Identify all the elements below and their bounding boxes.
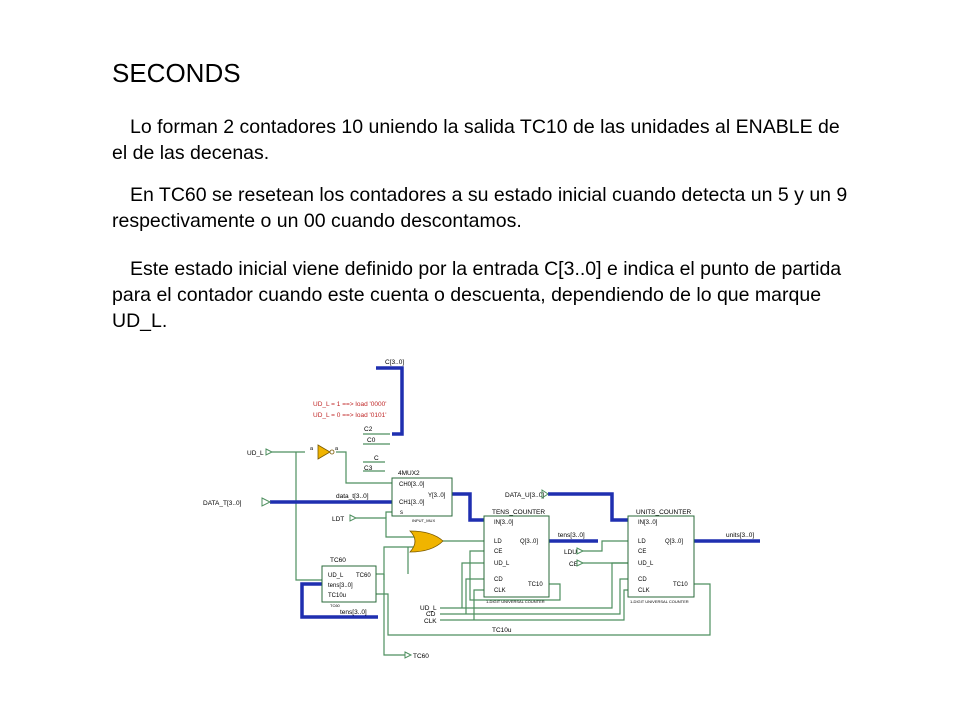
port-data-u-arrow — [541, 489, 549, 499]
paragraph-1: Lo forman 2 contadores 10 uniendo la sal… — [112, 114, 852, 166]
label-tens-loop: tens[3..0] — [340, 609, 367, 616]
bus-mux-to-tens — [452, 492, 484, 522]
units-ud: UD_L — [638, 561, 654, 567]
mux-title: 4MUX2 — [398, 470, 420, 477]
mux-s: s — [400, 510, 403, 516]
port-ce-label: CE — [569, 561, 579, 568]
tens-footer: 1-DIGIT UNIVERSAL COUNTER — [486, 599, 545, 604]
port-ce-arrow — [576, 559, 585, 567]
units-in: IN[3..0] — [638, 520, 658, 526]
wire-ldu — [582, 540, 628, 552]
port-ldu-arrow — [576, 547, 585, 555]
units-counter-block: UNITS_COUNTER IN[3..0] LD CE UD_L CD CLK… — [627, 509, 695, 604]
mux-ch1: CH1[3..0] — [399, 500, 425, 506]
label-units-bus: units[3..0] — [726, 532, 754, 539]
units-title: UNITS_COUNTER — [636, 509, 692, 516]
port-tc60-label: TC60 — [413, 653, 429, 660]
units-ld: LD — [638, 539, 646, 545]
port-bottom-udl-label: UD_L — [420, 605, 437, 612]
or-gate — [409, 530, 444, 553]
wire-tens-cd — [465, 578, 484, 614]
tens-title: TENS_COUNTER — [492, 509, 545, 516]
port-bottom-cd-label: CD — [426, 611, 436, 618]
port-data-t-arrow — [261, 497, 272, 507]
units-tc10: TC10 — [673, 582, 688, 588]
paragraph-3: Este estado inicial viene definido por l… — [112, 256, 852, 334]
mux-footer: INPUT_MUX — [412, 518, 435, 523]
port-tc60-arrow — [404, 651, 413, 659]
wire-tens-clk — [473, 589, 484, 620]
wire-units-tc10 — [322, 583, 711, 636]
buses — [270, 366, 760, 619]
tens-cd: CD — [494, 577, 503, 583]
inverter-in-label: a — [310, 446, 314, 452]
tc60-tc10u: TC10u — [328, 593, 346, 599]
slide-title: SECONDS — [112, 58, 241, 88]
port-udl-label: UD_L — [247, 450, 264, 457]
bus-tens-loop — [300, 582, 378, 619]
label-data-t-inner: data_t[3..0] — [336, 493, 369, 500]
wire-inverter-out — [336, 451, 392, 484]
port-ldu-label: LDU — [564, 549, 577, 556]
paragraph-2-text: En TC60 se resetean los contadores a su … — [112, 184, 848, 232]
wire-ldt-s — [385, 511, 392, 518]
port-ldt-label: LDT — [332, 516, 344, 523]
units-clk: CLK — [638, 588, 650, 594]
tc60-footer: TC60 — [330, 603, 341, 608]
inverter: a a — [310, 444, 339, 460]
paragraph-3-text: Este estado inicial viene definido por l… — [112, 258, 842, 332]
wire-udl-branch — [295, 452, 322, 581]
wires — [272, 433, 711, 656]
units-ce: CE — [638, 549, 646, 555]
label-tc10u-wire: TC10u — [492, 627, 512, 634]
wire-ldt — [356, 517, 414, 538]
tc60-title: TC60 — [330, 557, 346, 564]
wire-bottom-cd — [440, 578, 628, 615]
port-data-t-label: DATA_T[3..0] — [203, 500, 242, 507]
tens-ud: UD_L — [494, 561, 510, 567]
port-udl-arrow — [265, 448, 274, 456]
units-footer: 1-DIGIT UNIVERSAL COUNTER — [630, 599, 689, 604]
paragraph-2: En TC60 se resetean los contadores a su … — [112, 182, 852, 234]
tc60-ud: UD_L — [328, 573, 344, 579]
paragraph-1-text: Lo forman 2 contadores 10 uniendo la sal… — [112, 116, 840, 164]
port-data-u-label: DATA_U[3..0] — [505, 492, 544, 499]
tens-counter-block: TENS_COUNTER IN[3..0] LD CE UD_L CD CLK … — [483, 509, 550, 604]
mux-ch0: CH0[3..0] — [399, 482, 425, 488]
wire-tens-udl — [461, 562, 484, 608]
bus-c — [376, 366, 404, 436]
port-ldt-arrow — [349, 514, 358, 522]
label-c0: C0 — [367, 437, 376, 444]
inverter-out-label: a — [335, 446, 339, 452]
label-c3: C3 — [364, 465, 373, 472]
tens-ce: CE — [494, 549, 502, 555]
mux-y: Y[3..0] — [428, 493, 446, 499]
tens-q: Q[3..0] — [520, 539, 538, 545]
note-1: UD_L = 1 ==> load '0000' — [313, 401, 386, 408]
tens-ld: LD — [494, 539, 502, 545]
units-q: Q[3..0] — [665, 539, 683, 545]
tc60-out: TC60 — [356, 573, 371, 579]
note-2: UD_L = 0 ==> load '0101' — [313, 412, 386, 419]
tc60-tens: tens[3..0] — [328, 583, 353, 589]
wire-bottom-clk — [440, 589, 628, 621]
label-c: C — [374, 455, 379, 462]
label-tens-bus: tens[3..0] — [558, 532, 585, 539]
wire-bottom-udl — [440, 562, 628, 609]
wire-tens-ce-from-tc10 — [469, 550, 561, 601]
label-c2: C2 — [364, 426, 373, 433]
wire-or-in2 — [383, 546, 414, 580]
tens-clk: CLK — [494, 588, 506, 594]
tens-in: IN[3..0] — [494, 520, 514, 526]
tens-tc10: TC10 — [528, 582, 543, 588]
tc60-block: TC60 UD_L TC60 tens[3..0] TC10u TC60 — [321, 557, 377, 608]
port-bottom-clk-label: CLK — [424, 618, 437, 625]
units-cd: CD — [638, 577, 647, 583]
wire-tc60-feed — [383, 574, 405, 656]
bus-data-u — [548, 492, 628, 522]
label-c-bus: C[3..0] — [385, 359, 404, 366]
mux-block: 4MUX2 CH0[3..0] CH1[3..0] Y[3..0] s INPU… — [391, 470, 453, 523]
